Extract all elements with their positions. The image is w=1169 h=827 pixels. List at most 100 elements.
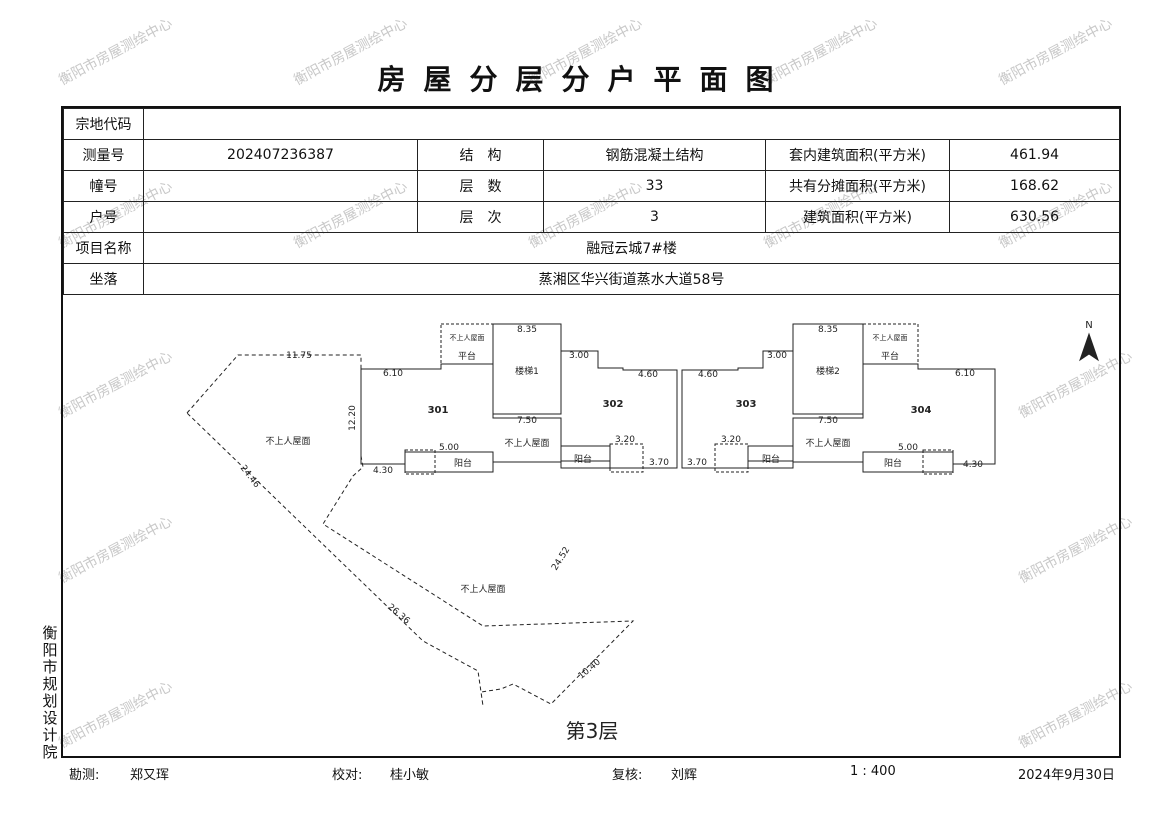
roof-label: 不上人屋面 bbox=[450, 333, 485, 342]
balcony-304 bbox=[862, 451, 954, 473]
review-label: 复核: bbox=[612, 768, 643, 783]
dimension-label: 6.10 bbox=[955, 369, 975, 379]
dimension-label: 8.35 bbox=[517, 325, 537, 335]
dimension-label: 6.10 bbox=[383, 369, 403, 379]
dimension-label: 4.30 bbox=[373, 466, 393, 476]
info-row: 户号 层 次 3 建筑面积(平方米) 630.56 bbox=[63, 201, 1121, 233]
project-value: 融冠云城7#楼 bbox=[142, 232, 1121, 264]
location-label: 坐落 bbox=[63, 263, 144, 295]
date: 2024年9月30日 bbox=[1018, 768, 1115, 783]
roof-303-box bbox=[714, 443, 749, 473]
structure-label: 结 构 bbox=[417, 139, 544, 171]
balcony-label: 阳台 bbox=[454, 457, 472, 469]
dimension-label: 24.46 bbox=[238, 464, 262, 491]
footer: 勘测: 郑又珲 校对: 桂小敏 复核: 刘辉 1 : 400 2024年9月30… bbox=[0, 764, 1169, 784]
survey-no-value: 202407236387 bbox=[143, 139, 418, 171]
north-label: N bbox=[1085, 320, 1092, 331]
dimension-label: 5.00 bbox=[898, 443, 918, 453]
check-label: 校对: bbox=[332, 768, 363, 783]
dimension-label: 11.75 bbox=[286, 351, 312, 361]
dimension-label: 3.20 bbox=[615, 435, 635, 445]
shared-area-value: 168.62 bbox=[948, 170, 1121, 202]
building-area-label: 建筑面积(平方米) bbox=[765, 201, 950, 233]
dimension-label: 8.35 bbox=[818, 325, 838, 335]
info-row: 宗地代码 bbox=[63, 108, 1121, 140]
unit-no-label: 户号 bbox=[63, 201, 144, 233]
balcony-label: 阳台 bbox=[762, 453, 780, 465]
building-area-value: 630.56 bbox=[948, 201, 1121, 233]
shared-area-label: 共有分摊面积(平方米) bbox=[765, 170, 950, 202]
dimension-label: 3.70 bbox=[687, 458, 707, 468]
info-row: 幢号 层 数 33 共有分摊面积(平方米) 168.62 bbox=[63, 170, 1121, 202]
info-table: 宗地代码 测量号 202407236387 结 构 钢筋混凝土结构 套内建筑面积… bbox=[63, 108, 1121, 295]
stair-1-outline bbox=[492, 323, 562, 415]
unit-label-303: 303 bbox=[736, 399, 757, 410]
balcony-label: 阳台 bbox=[574, 453, 592, 465]
dimension-label: 24.52 bbox=[550, 545, 572, 572]
floors-value: 33 bbox=[543, 170, 766, 202]
project-label: 项目名称 bbox=[63, 232, 144, 264]
platform-label: 平台 bbox=[458, 350, 476, 362]
unit-302-outline bbox=[492, 323, 678, 469]
info-row: 测量号 202407236387 结 构 钢筋混凝土结构 套内建筑面积(平方米)… bbox=[63, 139, 1121, 171]
stair-2-outline bbox=[792, 323, 864, 415]
parcel-code-label: 宗地代码 bbox=[63, 108, 144, 140]
dimension-label: 7.50 bbox=[818, 416, 838, 426]
roof-301-top bbox=[440, 323, 494, 365]
floor-plan: 301 302 303 304 楼梯1 楼梯2 不上人屋面 不上人屋面 不上人屋… bbox=[186, 320, 1099, 743]
unit-label-302: 302 bbox=[603, 399, 624, 410]
building-no-label: 幢号 bbox=[63, 170, 144, 202]
roof-label: 不上人屋面 bbox=[265, 436, 310, 447]
dimension-label: 4.60 bbox=[638, 370, 658, 380]
balcony-301 bbox=[404, 451, 494, 473]
dimension-label: 4.60 bbox=[698, 370, 718, 380]
info-row: 项目名称 融冠云城7#楼 bbox=[63, 232, 1121, 264]
inner-area-value: 461.94 bbox=[948, 139, 1121, 171]
roof-304-box bbox=[922, 449, 954, 475]
dimension-label: 10.40 bbox=[577, 657, 603, 681]
dimension-label: 3.00 bbox=[569, 351, 589, 361]
reviewer-name: 刘辉 bbox=[671, 768, 698, 783]
platform-label: 平台 bbox=[881, 350, 899, 362]
balcony-label: 阳台 bbox=[884, 457, 902, 469]
roof-301-box bbox=[404, 449, 436, 475]
floor-label: 第3层 bbox=[566, 719, 619, 743]
unit-no-value bbox=[143, 201, 418, 233]
survey-no-label: 测量号 bbox=[63, 139, 144, 171]
floor-level-value: 3 bbox=[543, 201, 766, 233]
vertical-org-name: 衡阳市规划设计院 bbox=[42, 624, 58, 761]
survey-label: 勘测: bbox=[69, 768, 100, 783]
page-title: 房屋分层分户平面图 bbox=[377, 63, 792, 96]
scale: 1 : 400 bbox=[850, 764, 896, 779]
drawing-frame: 宗地代码 测量号 202407236387 结 构 钢筋混凝土结构 套内建筑面积… bbox=[61, 106, 1121, 758]
balcony-303 bbox=[747, 445, 794, 469]
dimension-label: 12.20 bbox=[348, 405, 358, 431]
location-value: 蒸湘区华兴街道蒸水大道58号 bbox=[142, 263, 1121, 295]
roof-label: 不上人屋面 bbox=[805, 438, 850, 449]
roof-label: 不上人屋面 bbox=[504, 438, 549, 449]
dimension-label: 3.20 bbox=[721, 435, 741, 445]
dimension-label: 26.36 bbox=[385, 602, 411, 626]
parcel-code-value bbox=[142, 108, 1121, 140]
dimension-label: 4.30 bbox=[963, 460, 983, 470]
north-arrow-icon bbox=[1079, 332, 1099, 362]
floor-level-label: 层 次 bbox=[417, 201, 544, 233]
dimension-label: 3.00 bbox=[767, 351, 787, 361]
dimension-label: 3.70 bbox=[649, 458, 669, 468]
roof-label: 不上人屋面 bbox=[873, 333, 908, 342]
dimension-label: 7.50 bbox=[517, 416, 537, 426]
roof-304-top bbox=[862, 323, 919, 365]
info-row: 坐落 蒸湘区华兴街道蒸水大道58号 bbox=[63, 263, 1121, 295]
roof-302-box bbox=[609, 443, 644, 473]
stair-1-label: 楼梯1 bbox=[515, 365, 539, 377]
unit-label-301: 301 bbox=[428, 405, 449, 416]
checker-name: 桂小敏 bbox=[390, 768, 430, 783]
structure-value: 钢筋混凝土结构 bbox=[543, 139, 766, 171]
stair-2-label: 楼梯2 bbox=[816, 365, 840, 377]
floors-label: 层 数 bbox=[417, 170, 544, 202]
roof-label: 不上人屋面 bbox=[460, 584, 505, 595]
unit-label-304: 304 bbox=[911, 405, 932, 416]
dimension-label: 5.00 bbox=[439, 443, 459, 453]
roof-outline-large bbox=[186, 354, 635, 707]
inner-area-label: 套内建筑面积(平方米) bbox=[765, 139, 950, 171]
